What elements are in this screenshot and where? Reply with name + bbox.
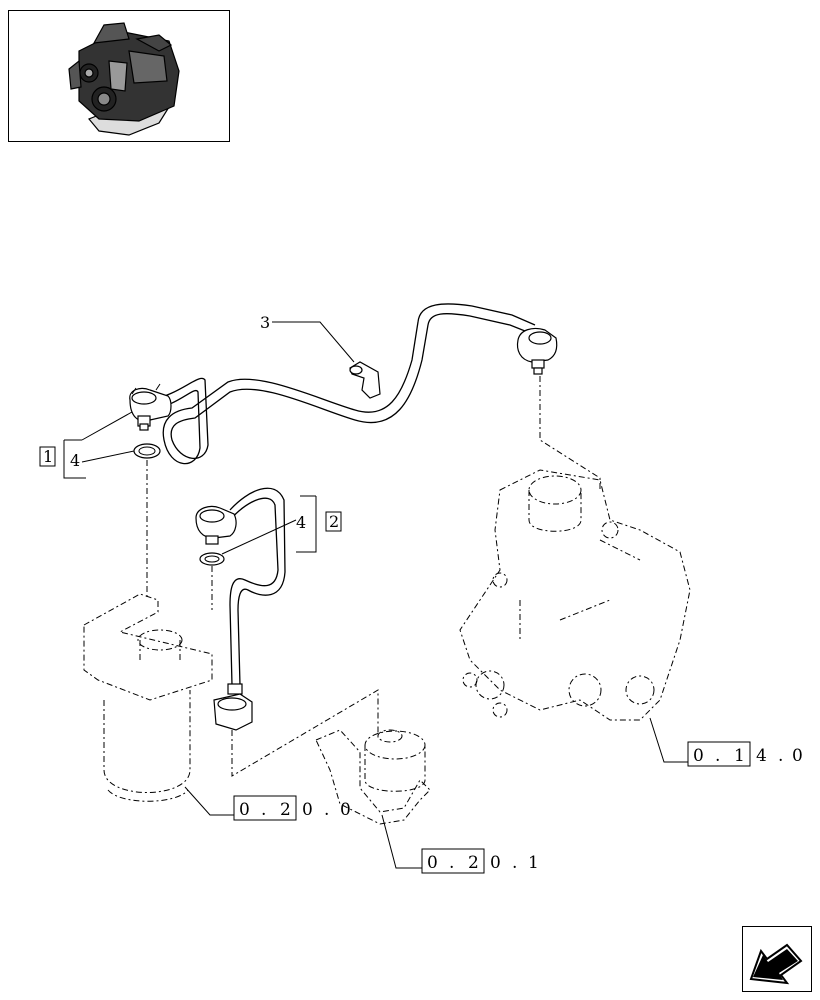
- callout-3: 3: [260, 313, 270, 332]
- lower-fuel-pipe: [229, 487, 286, 686]
- engine-thumbnail-icon: [68, 22, 180, 136]
- ref-0200-char-1: .: [261, 800, 266, 820]
- right-upper-banjo-fitting: [516, 327, 558, 375]
- o-ring-left: [133, 443, 161, 459]
- callout-1[interactable]: 1: [43, 447, 53, 466]
- ref-0201-char-4: .: [512, 853, 517, 873]
- connection-line-pump: [539, 376, 601, 492]
- engine-thumbnail: [8, 10, 230, 142]
- callout-4-right: 4: [296, 513, 306, 532]
- ref-0140-char-2: 1: [734, 746, 745, 766]
- ref-0201-char-2: 2: [468, 853, 479, 873]
- injection-pump: [459, 469, 691, 721]
- ref-0201-char-0: 0: [427, 853, 438, 873]
- ref-0200-char-3: 0: [302, 800, 313, 820]
- ref-0201-char-5: 1: [528, 853, 539, 873]
- reference-0140[interactable]: 0 . 1 4 . 0: [687, 741, 803, 767]
- ref-0140-char-1: .: [715, 746, 720, 766]
- previous-page-button[interactable]: [742, 926, 812, 992]
- connection-line-liftpump: [231, 689, 379, 777]
- ref-0140-char-5: 0: [792, 746, 803, 766]
- previous-page-arrow-icon: [749, 943, 803, 985]
- callout-box-1[interactable]: [39, 446, 56, 467]
- reference-0200[interactable]: 0 . 2 0 . 0: [233, 795, 351, 821]
- ref-0200-char-0: 0: [239, 800, 250, 820]
- upper-fuel-pipe: [149, 303, 536, 465]
- o-ring-lower: [199, 552, 225, 566]
- lower-end-fitting: [213, 683, 253, 731]
- ref-0201-char-1: .: [449, 853, 454, 873]
- callout-box-2[interactable]: [325, 511, 342, 532]
- ref-0140-char-3: 4: [756, 746, 767, 766]
- ref-0200-char-4: .: [324, 800, 329, 820]
- callout-4-left: 4: [70, 451, 80, 470]
- ref-0201-char-3: 0: [490, 853, 501, 873]
- reference-0201[interactable]: 0 . 2 0 . 1: [421, 848, 539, 874]
- ref-0200-char-5: 0: [340, 800, 351, 820]
- ref-0200-char-2: 2: [280, 800, 291, 820]
- ref-0140-char-0: 0: [693, 746, 704, 766]
- callout-2[interactable]: 2: [329, 512, 339, 531]
- ref-0140-char-4: .: [778, 746, 783, 766]
- lift-pump: [315, 729, 431, 825]
- lower-left-banjo-fitting: [195, 505, 237, 545]
- pipe-clip: [349, 361, 381, 399]
- fuel-filter: [83, 593, 213, 802]
- left-upper-banjo-fitting: [129, 383, 172, 431]
